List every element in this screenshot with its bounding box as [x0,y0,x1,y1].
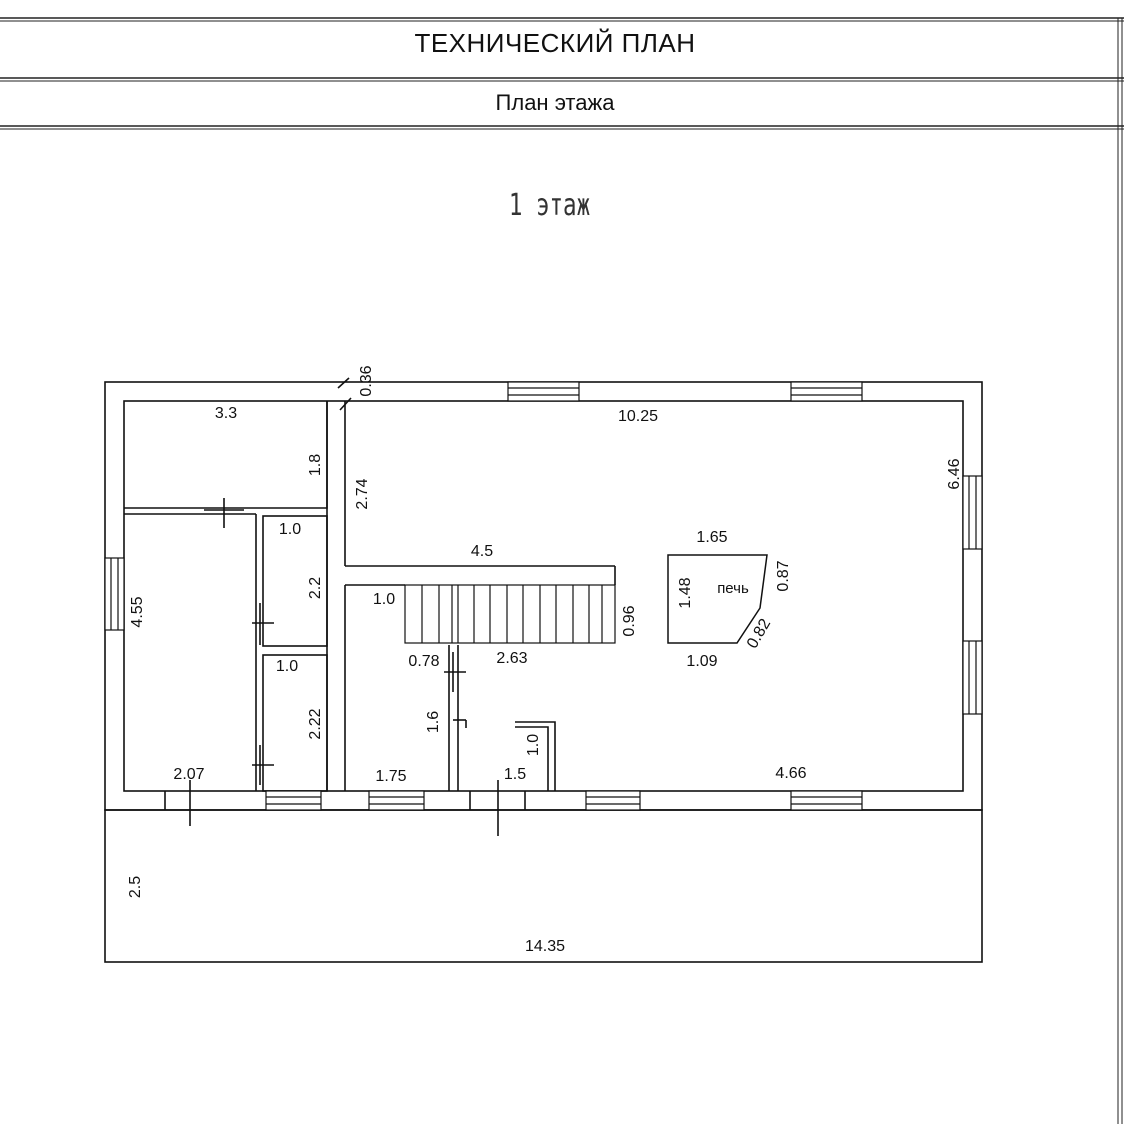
dim-bottom-right-width: 4.66 [775,765,806,782]
window-top-2 [790,381,863,402]
stove [667,554,768,644]
dim-partition-length: 2.74 [354,478,371,509]
window-bottom-4 [790,790,863,811]
dim-passage-width: 1.5 [504,766,526,783]
dim-closet2-height: 2.22 [307,708,324,739]
dim-closet2-width: 1.0 [276,658,298,675]
window-right-2 [962,640,983,715]
dim-room1-height: 1.8 [307,454,324,476]
windows [104,381,983,811]
document-title: ТЕХНИЧЕСКИЙ ПЛАН [414,28,696,58]
dim-niche-height: 1.0 [525,734,542,756]
dim-left-room-height: 4.55 [129,596,146,627]
window-bottom-2 [368,790,425,811]
window-top-1 [507,381,580,402]
dim-hall-height: 1.6 [425,711,442,733]
dim-left-room-width: 2.07 [173,766,204,783]
staircase [404,584,616,644]
header-frame [0,17,1124,1124]
dim-stove-top: 1.65 [696,529,727,546]
window-bottom-3 [585,790,641,811]
dim-stair-width: 1.0 [373,591,395,608]
dim-hall-width: 1.75 [375,768,406,785]
dim-stove-left: 1.48 [677,577,694,608]
dim-main-width: 10.25 [618,408,658,425]
dim-terrace-width: 14.35 [525,938,565,955]
document-subtitle: План этажа [495,90,615,115]
window-bottom-1 [265,790,322,811]
dim-main-height: 6.46 [946,458,963,489]
dim-stove-right: 0.87 [775,560,792,591]
dim-stove-bottom: 1.09 [686,653,717,670]
dim-room1-width: 3.3 [215,405,237,422]
dim-stair-height: 0.96 [621,605,638,636]
dim-closet1-width: 1.0 [279,521,301,538]
dim-stove-diag: 0.82 [744,616,774,652]
window-left [104,557,125,631]
walls [104,377,983,963]
floor-label: 1 этаж [508,188,591,223]
window-right-1 [962,475,983,550]
dimension-labels: 3.3 1.8 0.36 10.25 6.46 2.74 4.5 1.0 0.9… [127,365,963,955]
dim-stair-landing: 0.78 [408,653,439,670]
dim-partition-width: 4.5 [471,543,493,560]
stove-label: печь [717,580,749,597]
dim-terrace-height: 2.5 [127,876,144,898]
dim-stair-run: 2.63 [496,650,527,667]
dim-wall-thickness: 0.36 [358,365,375,396]
dim-closet1-height: 2.2 [307,577,324,599]
